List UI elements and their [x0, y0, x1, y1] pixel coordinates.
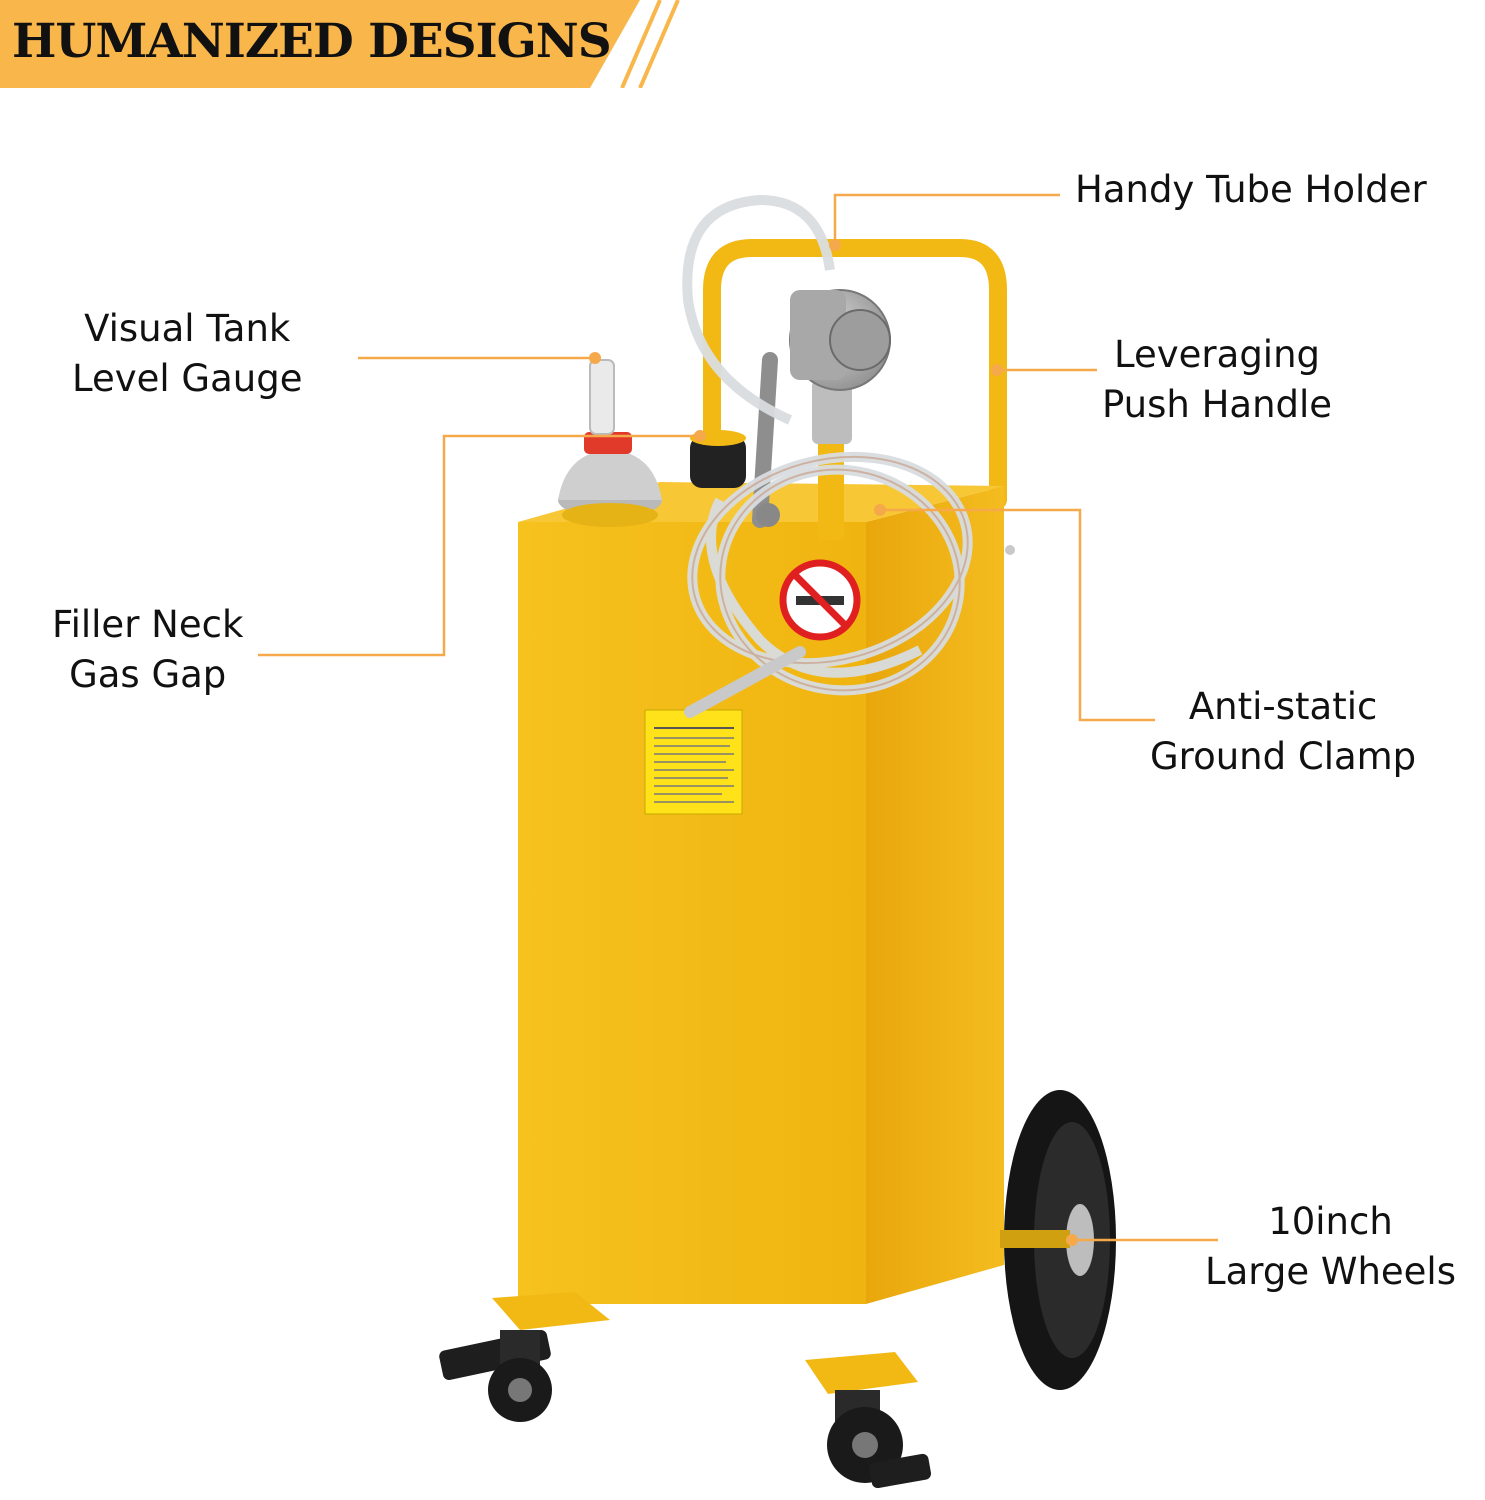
- callout-filler-neck: Filler Neck Gas Gap: [52, 600, 243, 700]
- front-caster-plate-right: [805, 1352, 918, 1394]
- banner-background: [0, 0, 680, 88]
- callout-wheels-line2: Large Wheels: [1205, 1250, 1456, 1293]
- callout-ground-clamp: Anti-static Ground Clamp: [1150, 682, 1416, 782]
- callout-filler-neck-line1: Filler Neck: [52, 603, 244, 646]
- filler-neck-cap: [558, 359, 662, 527]
- callout-tank-gauge-line2: Level Gauge: [72, 357, 303, 400]
- large-wheel: [1000, 1090, 1116, 1390]
- no-smoking-sign-icon: [779, 559, 861, 641]
- callout-wheels: 10inch Large Wheels: [1205, 1197, 1456, 1297]
- callout-filler-neck-line2: Gas Gap: [69, 653, 227, 696]
- caster-wheel-right: [827, 1390, 932, 1489]
- callout-tank-gauge: Visual Tank Level Gauge: [72, 304, 302, 404]
- front-caster-plate-left: [492, 1292, 610, 1330]
- header-banner: HUMANIZED DESIGNS: [0, 0, 680, 88]
- callout-push-handle-line2: Push Handle: [1102, 383, 1333, 426]
- callout-push-handle-line1: Leveraging: [1114, 333, 1321, 376]
- callout-tank-gauge-line1: Visual Tank: [84, 307, 291, 350]
- callout-ground-clamp-line1: Anti-static: [1188, 685, 1378, 728]
- hose-nozzle: [684, 646, 806, 718]
- callout-push-handle: Leveraging Push Handle: [1102, 330, 1332, 430]
- caster-wheel-left: [439, 1330, 552, 1422]
- warning-sticker: [644, 709, 743, 815]
- callout-tube-holder: Handy Tube Holder: [1075, 165, 1427, 215]
- push-handle: [703, 239, 1007, 529]
- callout-tube-holder-text: Handy Tube Holder: [1075, 168, 1427, 211]
- vent-cap: [690, 436, 746, 488]
- callout-ground-clamp-line2: Ground Clamp: [1150, 735, 1417, 778]
- callout-wheels-line1: 10inch: [1268, 1200, 1393, 1243]
- banner-title: HUMANIZED DESIGNS: [12, 14, 612, 69]
